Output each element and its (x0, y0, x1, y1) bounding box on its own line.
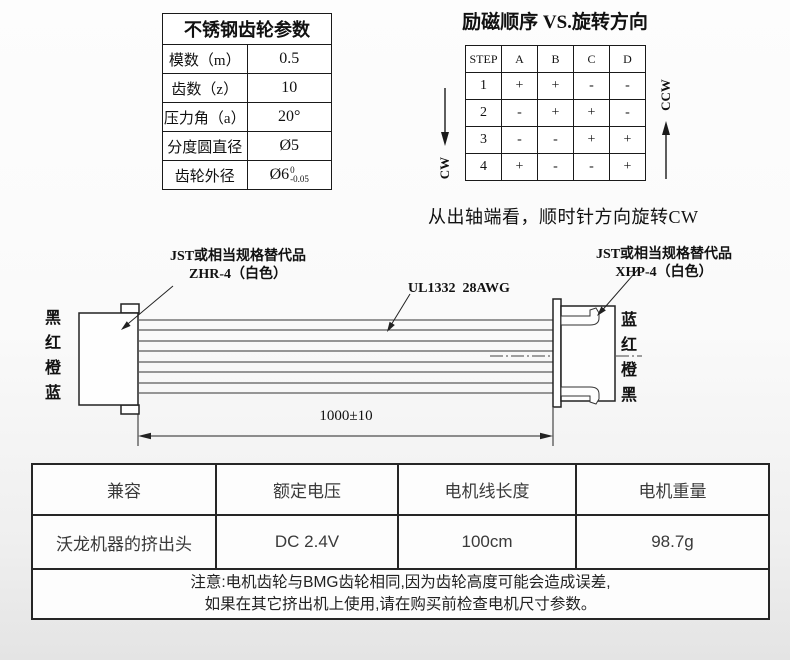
table-row: 3 - - + + (465, 126, 646, 154)
phase-sign: - (573, 72, 610, 100)
table-row: 4 + - - + (465, 153, 646, 181)
gear-param-value: 10 (246, 73, 332, 103)
phase-sign: + (609, 153, 646, 181)
step-number: 1 (465, 72, 502, 100)
step-number: 3 (465, 126, 502, 154)
spec-value-compatibility: 沃龙机器的挤出头 (31, 514, 217, 570)
motor-spec-table: 兼容 额定电压 电机线长度 电机重量 沃龙机器的挤出头 DC 2.4V 100c… (31, 463, 770, 620)
gear-param-label: 分度圆直径 (162, 131, 248, 161)
table-row: 2 - + + - (465, 99, 646, 127)
leader-arrowheads (121, 306, 606, 332)
table-row: 注意:电机齿轮与BMG齿轮相同,因为齿轮高度可能会造成误差, 如果在其它挤出机上… (31, 568, 770, 620)
right-wire-color-labels: 蓝 红 橙 黑 (621, 312, 638, 404)
phase-sign: - (609, 72, 646, 100)
phase-sign: + (573, 99, 610, 127)
spec-value-voltage: DC 2.4V (215, 514, 399, 570)
step-number: 4 (465, 153, 502, 181)
spec-header-compatibility: 兼容 (31, 463, 217, 516)
spec-value-wire-length: 100cm (397, 514, 577, 570)
gear-table-title: 不锈钢齿轮参数 (162, 13, 332, 45)
gear-param-label: 齿轮外径 (162, 160, 248, 190)
gear-param-label: 模数（m） (162, 44, 248, 74)
phase-sign: + (501, 153, 538, 181)
cw-direction-label: CW (437, 156, 452, 180)
cable-drawing (78, 266, 642, 446)
gear-od-tolerance: 0 -0.05 (290, 165, 309, 184)
left-connector-zhr4 (78, 303, 140, 415)
left-wire-color-labels: 黑 红 橙 蓝 (45, 310, 62, 402)
table-row: 沃龙机器的挤出头 DC 2.4V 100cm 98.7g (31, 514, 770, 570)
table-row: 齿数（z） 10 (162, 73, 332, 103)
phase-sign: + (537, 72, 574, 100)
gear-param-label: 齿数（z） (162, 73, 248, 103)
phase-sign: - (537, 126, 574, 154)
step-number: 2 (465, 99, 502, 127)
phase-header: D (609, 45, 646, 73)
wire-spec-label: UL1332 28AWG (408, 281, 510, 296)
spec-header-voltage: 额定电压 (215, 463, 399, 516)
connector-latches (560, 307, 600, 405)
dimension-lines (137, 408, 554, 446)
table-row: STEP A B C D (465, 45, 646, 73)
cw-arrow-icon (441, 88, 449, 146)
table-row: 齿轮外径 Ø6 0 -0.05 (162, 160, 332, 190)
right-connector-label: JST或相当规格替代品 XHP-4（白色） (595, 247, 733, 280)
phase-sign: - (537, 153, 574, 181)
phase-sign: - (501, 126, 538, 154)
excitation-title: 励磁顺序 VS.旋转方向 (462, 12, 648, 33)
phase-sign: + (537, 99, 574, 127)
phase-header: A (501, 45, 538, 73)
table-row: 兼容 额定电压 电机线长度 电机重量 (31, 463, 770, 516)
phase-sign: + (609, 126, 646, 154)
spec-note: 注意:电机齿轮与BMG齿轮相同,因为齿轮高度可能会造成误差, 如果在其它挤出机上… (31, 568, 770, 620)
ccw-direction-label: CCW (658, 79, 673, 111)
rotation-caption: 从出轴端看，顺时针方向旋转CW (428, 207, 699, 227)
phase-header: B (537, 45, 574, 73)
phase-header: C (573, 45, 610, 73)
gear-param-value: Ø5 (246, 131, 332, 161)
left-connector-label: JST或相当规格替代品 ZHR-4（白色） (169, 249, 307, 282)
phase-sign: - (609, 99, 646, 127)
excitation-table: STEP A B C D 1 + + - - 2 - + + - 3 - - +… (465, 45, 646, 181)
ccw-arrow-icon (662, 121, 670, 179)
step-header: STEP (465, 45, 502, 73)
wire-bundle (139, 319, 553, 394)
cable-length-dimension: 1000±10 (319, 408, 373, 424)
phase-sign: - (573, 153, 610, 181)
table-row: 压力角（a） 20° (162, 102, 332, 132)
phase-sign: + (573, 126, 610, 154)
gear-param-value: Ø6 0 -0.05 (246, 160, 332, 190)
spec-value-weight: 98.7g (575, 514, 770, 570)
spec-header-wire-length: 电机线长度 (397, 463, 577, 516)
table-row: 分度圆直径 Ø5 (162, 131, 332, 161)
phase-sign: + (501, 72, 538, 100)
gear-od-value: Ø6 (269, 166, 290, 183)
gear-param-value: 20° (246, 102, 332, 132)
table-row: 模数（m） 0.5 (162, 44, 332, 74)
gear-param-label: 压力角（a） (162, 102, 248, 132)
phase-sign: - (501, 99, 538, 127)
gear-parameters-table: 不锈钢齿轮参数 模数（m） 0.5 齿数（z） 10 压力角（a） 20° 分度… (162, 13, 332, 190)
dimension-arrowheads (138, 432, 553, 440)
table-row: 1 + + - - (465, 72, 646, 100)
spec-header-weight: 电机重量 (575, 463, 770, 516)
gear-param-value: 0.5 (246, 44, 332, 74)
